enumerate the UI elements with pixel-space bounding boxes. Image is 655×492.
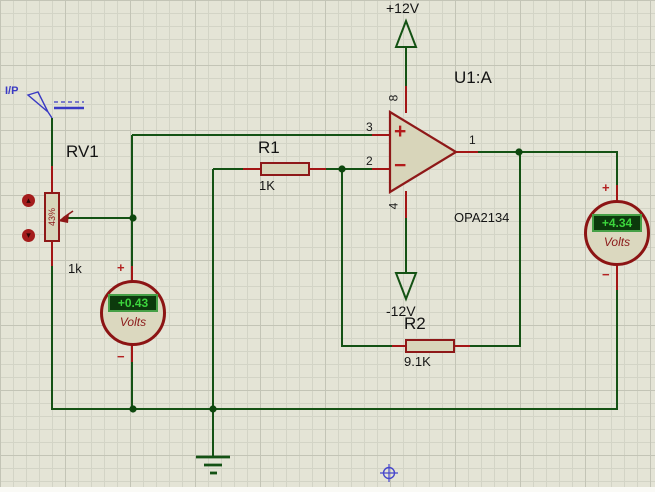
pin-meter-out-minus[interactable] bbox=[616, 263, 618, 290]
voltmeter-input-reading: +0.43 bbox=[108, 294, 158, 312]
pin-pot-top[interactable] bbox=[51, 166, 53, 193]
pot-value-label: 1k bbox=[68, 261, 82, 276]
wire-vcc-stem[interactable] bbox=[405, 46, 407, 86]
pin-r1-left[interactable] bbox=[243, 168, 260, 170]
ground-symbol[interactable] bbox=[196, 455, 230, 475]
voltmeter-output-unit: Volts bbox=[603, 235, 631, 249]
pin-r2-right[interactable] bbox=[455, 345, 470, 347]
wire-r2-right[interactable] bbox=[470, 345, 521, 347]
pin-r1-right[interactable] bbox=[310, 168, 326, 170]
pot-ref-label: RV1 bbox=[66, 142, 99, 161]
wire-r2-left[interactable] bbox=[342, 345, 392, 347]
opamp-part-label: OPA2134 bbox=[454, 210, 510, 225]
potentiometer-percent: 43% bbox=[47, 207, 58, 227]
resistor-r1-body[interactable] bbox=[260, 162, 310, 176]
pin-opamp-4[interactable] bbox=[405, 191, 407, 218]
voltmeter-output-reading: +4.34 bbox=[592, 214, 642, 232]
window-edge bbox=[0, 487, 655, 492]
resistor-r2-body[interactable] bbox=[405, 339, 455, 353]
pin-meter-out-plus[interactable] bbox=[616, 185, 618, 203]
pin-opamp-1[interactable] bbox=[455, 151, 478, 153]
voltmeter-output[interactable]: +4.34 Volts bbox=[584, 200, 650, 266]
wire-inverting-input[interactable] bbox=[326, 168, 372, 170]
wire-terminal-to-pot[interactable] bbox=[51, 118, 53, 166]
pot-wiper-arrow-icon bbox=[58, 210, 74, 223]
voltmeter-output-plus-sign: + bbox=[602, 180, 610, 195]
vee-label: -12V bbox=[386, 303, 416, 319]
wire-r1-left[interactable] bbox=[213, 168, 243, 170]
voltmeter-input-minus-sign: − bbox=[117, 349, 125, 364]
wire-r1-to-ground[interactable] bbox=[212, 169, 214, 457]
wire-wiper-to-meter[interactable] bbox=[131, 135, 133, 267]
pin-opamp-8[interactable] bbox=[405, 86, 407, 113]
opamp-ref-label: U1:A bbox=[454, 68, 492, 87]
wire-ground-rail[interactable] bbox=[51, 408, 618, 410]
wire-feedback-left[interactable] bbox=[341, 169, 343, 347]
power-arrow-positive-icon[interactable] bbox=[394, 18, 418, 48]
r1-ref-label: R1 bbox=[258, 138, 280, 157]
opamp-inverting-mark: − bbox=[394, 154, 407, 177]
wire-output[interactable] bbox=[478, 151, 618, 153]
wire-output-meter-bottom[interactable] bbox=[616, 290, 618, 410]
pin-opamp-3[interactable] bbox=[372, 134, 390, 136]
potentiometer-body[interactable]: 43% bbox=[44, 192, 60, 242]
pin-1-label: 1 bbox=[469, 133, 476, 147]
voltmeter-output-minus-sign: − bbox=[602, 267, 610, 282]
voltmeter-input-unit: Volts bbox=[119, 315, 147, 329]
input-terminal-label: I/P bbox=[5, 85, 19, 97]
pin-pot-bottom[interactable] bbox=[51, 240, 53, 266]
wire-noninverting-input[interactable] bbox=[132, 134, 372, 136]
wire-pot-wiper[interactable] bbox=[66, 217, 132, 219]
wire-pot-to-rail[interactable] bbox=[51, 266, 53, 410]
pot-decrease-button[interactable]: ▾ bbox=[22, 229, 35, 242]
wire-output-meter-top[interactable] bbox=[616, 153, 618, 186]
pin-2-label: 2 bbox=[366, 154, 373, 168]
voltmeter-input-plus-sign: + bbox=[117, 260, 125, 275]
opamp-body[interactable] bbox=[388, 110, 459, 194]
power-arrow-negative-icon[interactable] bbox=[394, 272, 418, 302]
pin-r2-left[interactable] bbox=[392, 345, 405, 347]
origin-marker-icon bbox=[380, 464, 398, 482]
voltmeter-input[interactable]: +0.43 Volts bbox=[100, 280, 166, 346]
pin-meter-in-plus[interactable] bbox=[131, 266, 133, 283]
opamp-noninverting-mark: + bbox=[394, 120, 407, 143]
wire-vee-stem[interactable] bbox=[405, 218, 407, 274]
junction-dot bbox=[129, 148, 523, 413]
pin-4-label: 4 bbox=[386, 202, 401, 210]
r2-ref-label: R2 bbox=[404, 314, 426, 333]
vcc-label: +12V bbox=[386, 0, 420, 16]
pin-8-label: 8 bbox=[386, 94, 401, 102]
pot-increase-button[interactable]: ▴ bbox=[22, 194, 35, 207]
pin-meter-in-minus[interactable] bbox=[131, 344, 133, 362]
pin-3-label: 3 bbox=[366, 120, 373, 134]
pin-opamp-2[interactable] bbox=[372, 168, 390, 170]
wire-feedback-right[interactable] bbox=[519, 152, 521, 347]
r2-value-label: 9.1K bbox=[404, 354, 431, 369]
r1-value-label: 1K bbox=[259, 178, 275, 193]
wire-meter-to-rail[interactable] bbox=[131, 362, 133, 410]
input-terminal-flag-icon[interactable] bbox=[26, 91, 84, 119]
